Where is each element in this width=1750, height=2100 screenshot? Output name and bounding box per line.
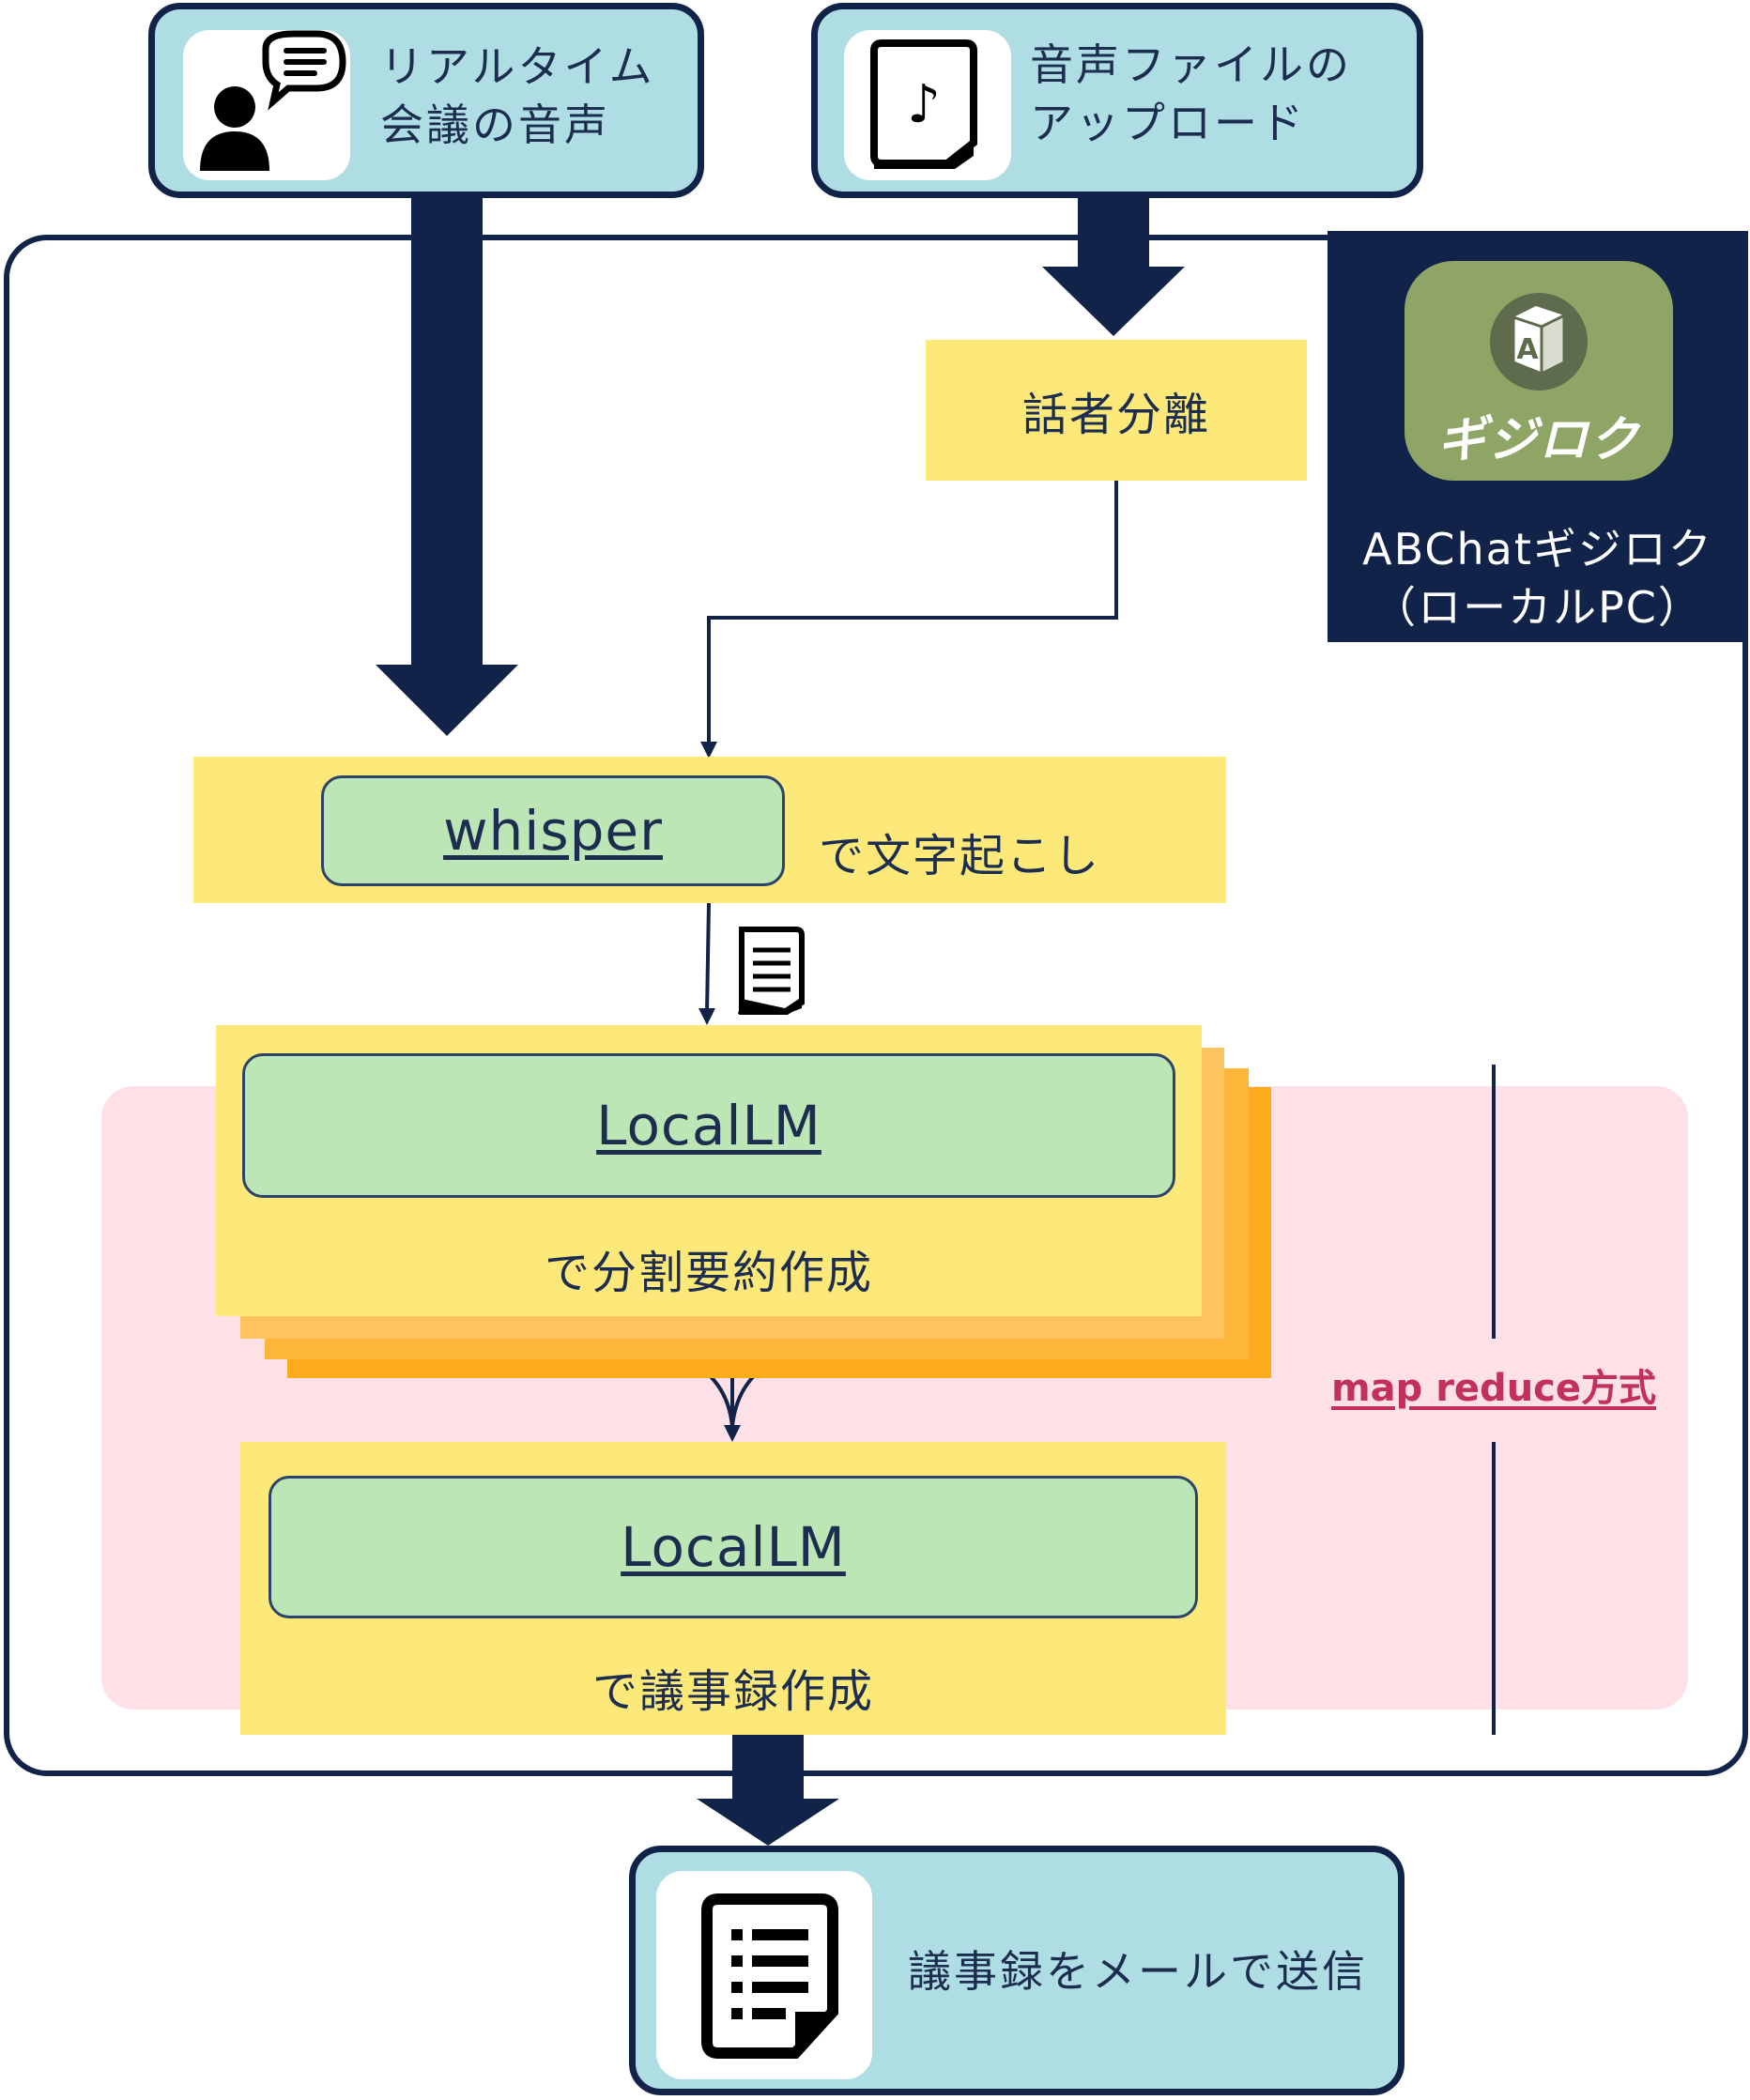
map-reduce-label: map reduce方式 bbox=[1330, 1367, 1657, 1410]
app-container bbox=[4, 235, 1748, 1776]
summary-caption: で分割要約作成 bbox=[544, 1247, 873, 1299]
app-logo-text: ギジロク bbox=[1436, 412, 1640, 468]
output-box: 議事録をメールで送信 bbox=[629, 1846, 1405, 2095]
minutes-localllm-label: LocalLM bbox=[621, 1515, 846, 1579]
diarization-label: 話者分離 bbox=[1021, 389, 1210, 441]
output-arrow-shaft bbox=[732, 1735, 804, 1801]
whisper-label: whisper bbox=[443, 799, 663, 863]
diarization-connector bbox=[707, 481, 1118, 746]
minutes-localllm-tool: LocalLM bbox=[269, 1476, 1198, 1618]
output-icon-tile bbox=[656, 1871, 872, 2079]
realtime-icon-tile bbox=[183, 30, 350, 180]
output-label: 議事録をメールで送信 bbox=[908, 1946, 1368, 1997]
a-block-icon: A bbox=[1490, 293, 1588, 391]
upload-audio-box: ♪ 音声ファイルの アップロード bbox=[811, 3, 1423, 198]
realtime-audio-box: リアルタイム 会議の音声 bbox=[148, 3, 704, 198]
app-logo: A ギジロク bbox=[1405, 261, 1673, 481]
upload-icon-tile: ♪ bbox=[844, 30, 1011, 180]
output-arrow-head bbox=[697, 1799, 839, 1846]
transcription-caption: で文字起こし bbox=[819, 830, 1101, 882]
transcription-box: whisper で文字起こし bbox=[193, 757, 1226, 903]
music-file-icon: ♪ bbox=[870, 39, 977, 169]
app-caption: ABChatギジロク （ローカルPC） bbox=[1362, 524, 1713, 633]
realtime-audio-label: リアルタイム 会議の音声 bbox=[380, 41, 655, 150]
svg-text:♪: ♪ bbox=[907, 74, 941, 135]
app-badge: A ギジロク ABChatギジロク （ローカルPC） bbox=[1328, 231, 1748, 642]
whisper-tool: whisper bbox=[321, 775, 785, 886]
summary-localllm-label: LocalLM bbox=[596, 1094, 821, 1157]
realtime-arrow-head bbox=[376, 665, 518, 736]
upload-arrow-head bbox=[1042, 267, 1185, 336]
minutes-box: LocalLM で議事録作成 bbox=[240, 1442, 1226, 1735]
transcript-connector bbox=[705, 902, 711, 1013]
diarization-box: 話者分離 bbox=[926, 340, 1307, 481]
summary-localllm-tool: LocalLM bbox=[242, 1053, 1175, 1198]
minutes-caption: で議事録作成 bbox=[591, 1665, 874, 1718]
svg-text:A: A bbox=[1516, 333, 1539, 366]
summary-box: LocalLM で分割要約作成 bbox=[216, 1025, 1202, 1316]
person-speech-bubble-icon bbox=[200, 30, 346, 171]
upload-arrow-shaft bbox=[1078, 195, 1149, 268]
upload-audio-label: 音声ファイルの アップロード bbox=[1030, 39, 1352, 148]
document-list-icon bbox=[701, 1893, 838, 2059]
realtime-arrow-shaft bbox=[411, 195, 483, 667]
